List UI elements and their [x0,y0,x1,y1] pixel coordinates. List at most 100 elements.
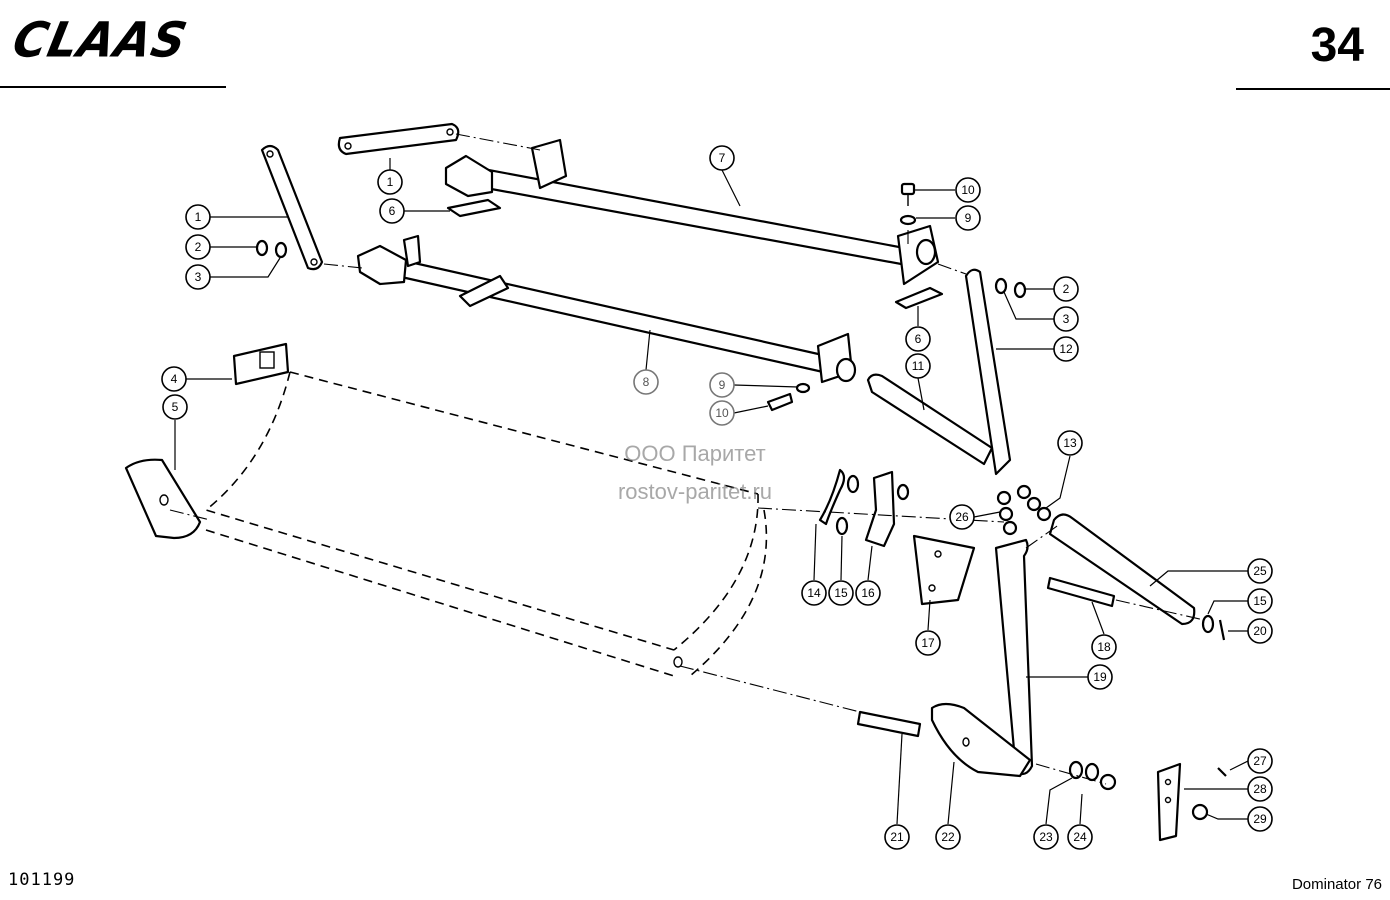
svg-text:9: 9 [719,378,726,392]
page-number: 34 [1310,19,1364,72]
callout-10-lower: 10 [709,400,735,426]
part-18-pin [1046,576,1116,608]
svg-text:29: 29 [1253,812,1267,826]
svg-text:10: 10 [961,183,975,197]
callout-26: 26 [949,504,975,530]
svg-text:21: 21 [890,830,904,844]
svg-text:22: 22 [941,830,955,844]
callout-18: 18 [1091,634,1117,660]
part-1-upper-link [337,122,460,156]
callout-11: 11 [905,353,931,379]
svg-text:27: 27 [1253,754,1267,768]
svg-text:7: 7 [719,151,726,165]
callout-20: 20 [1247,618,1273,644]
svg-text:4: 4 [171,372,178,386]
callout-25: 25 [1247,558,1273,584]
svg-text:2: 2 [1063,282,1070,296]
callout-17: 17 [915,630,941,656]
watermark-company: ООО Паритет [624,441,766,466]
callout-8: 8 [633,369,659,395]
part-17-plate [912,534,976,606]
callout-1-upper: 1 [377,169,403,195]
curved-guard-outline [204,371,768,677]
callout-6-right: 6 [905,326,931,352]
callout-16: 16 [855,580,881,606]
svg-text:26: 26 [955,510,969,524]
svg-text:1: 1 [195,210,202,224]
callout-3-left: 3 [185,264,211,290]
svg-text:14: 14 [807,586,821,600]
callout-29: 29 [1247,806,1273,832]
svg-text:15: 15 [1253,594,1267,608]
callout-3-right: 3 [1053,306,1079,332]
watermark-url: rostov-paritet.ru [617,479,773,504]
svg-text:1: 1 [387,175,394,189]
header-rule-left [0,86,226,88]
part-27-pin-29-nut [1191,767,1227,821]
part-4-plate [232,342,290,386]
part-8-lower-shaft [356,234,857,384]
svg-text:10: 10 [715,406,729,420]
part-1-left-link [260,144,324,271]
svg-text:6: 6 [389,204,396,218]
svg-text:2: 2 [195,240,202,254]
callout-19: 19 [1087,664,1113,690]
callout-15-right: 15 [1247,588,1273,614]
part-16-bracket [864,470,910,548]
svg-text:13: 13 [1063,436,1077,450]
svg-text:25: 25 [1253,564,1267,578]
callout-14: 14 [801,580,827,606]
document-id: 101199 [8,870,76,890]
washer-15-pin-20-right [1201,614,1226,641]
svg-text:23: 23 [1039,830,1053,844]
callout-6-upper: 6 [379,198,405,224]
part-25-lever [1048,513,1196,626]
washers-23-nut-24 [1068,760,1117,791]
svg-text:3: 3 [1063,312,1070,326]
svg-text:28: 28 [1253,782,1267,796]
bolt-10-lower [766,382,811,412]
callout-9-lower: 9 [709,372,735,398]
callout-22: 22 [935,824,961,850]
callout-9-upper: 9 [955,205,981,231]
svg-text:3: 3 [195,270,202,284]
part-5-end-plate [124,458,202,540]
part-22-plate [930,702,1032,778]
callout-23: 23 [1033,824,1059,850]
part-6-plate-upper [446,198,502,218]
svg-text:11: 11 [912,359,925,373]
svg-text:5: 5 [172,400,179,414]
svg-text:20: 20 [1253,624,1267,638]
part-28-bracket [1156,762,1182,842]
part-6-plate-right [894,286,944,310]
callout-5: 5 [162,394,188,420]
washers-2-3-right [994,277,1027,299]
callout-7: 7 [709,145,735,171]
washer-15-left [835,474,860,536]
svg-text:8: 8 [643,375,650,389]
machine-model: Dominator 76 [1291,876,1382,893]
callout-15-left: 15 [828,580,854,606]
washers-2-3-left [255,239,288,259]
svg-text:24: 24 [1073,830,1087,844]
part-11-diagonal-link [866,373,994,466]
callout-2-left: 2 [185,234,211,260]
svg-text:19: 19 [1093,670,1107,684]
svg-text:17: 17 [921,636,935,650]
part-14-clip [818,468,846,526]
nuts-13-26-cluster [996,484,1052,536]
callout-13: 13 [1057,430,1083,456]
leader-lines [174,158,1249,825]
callout-4: 4 [161,366,187,392]
callout-27: 27 [1247,748,1273,774]
svg-text:9: 9 [965,211,972,225]
callout-10-upper: 10 [955,177,981,203]
callout-28: 28 [1247,776,1273,802]
svg-text:18: 18 [1097,640,1111,654]
part-12-right-link [964,268,1012,476]
part-7-upper-shaft [444,138,940,286]
callout-21: 21 [884,824,910,850]
bolt-10-upper [899,182,917,226]
